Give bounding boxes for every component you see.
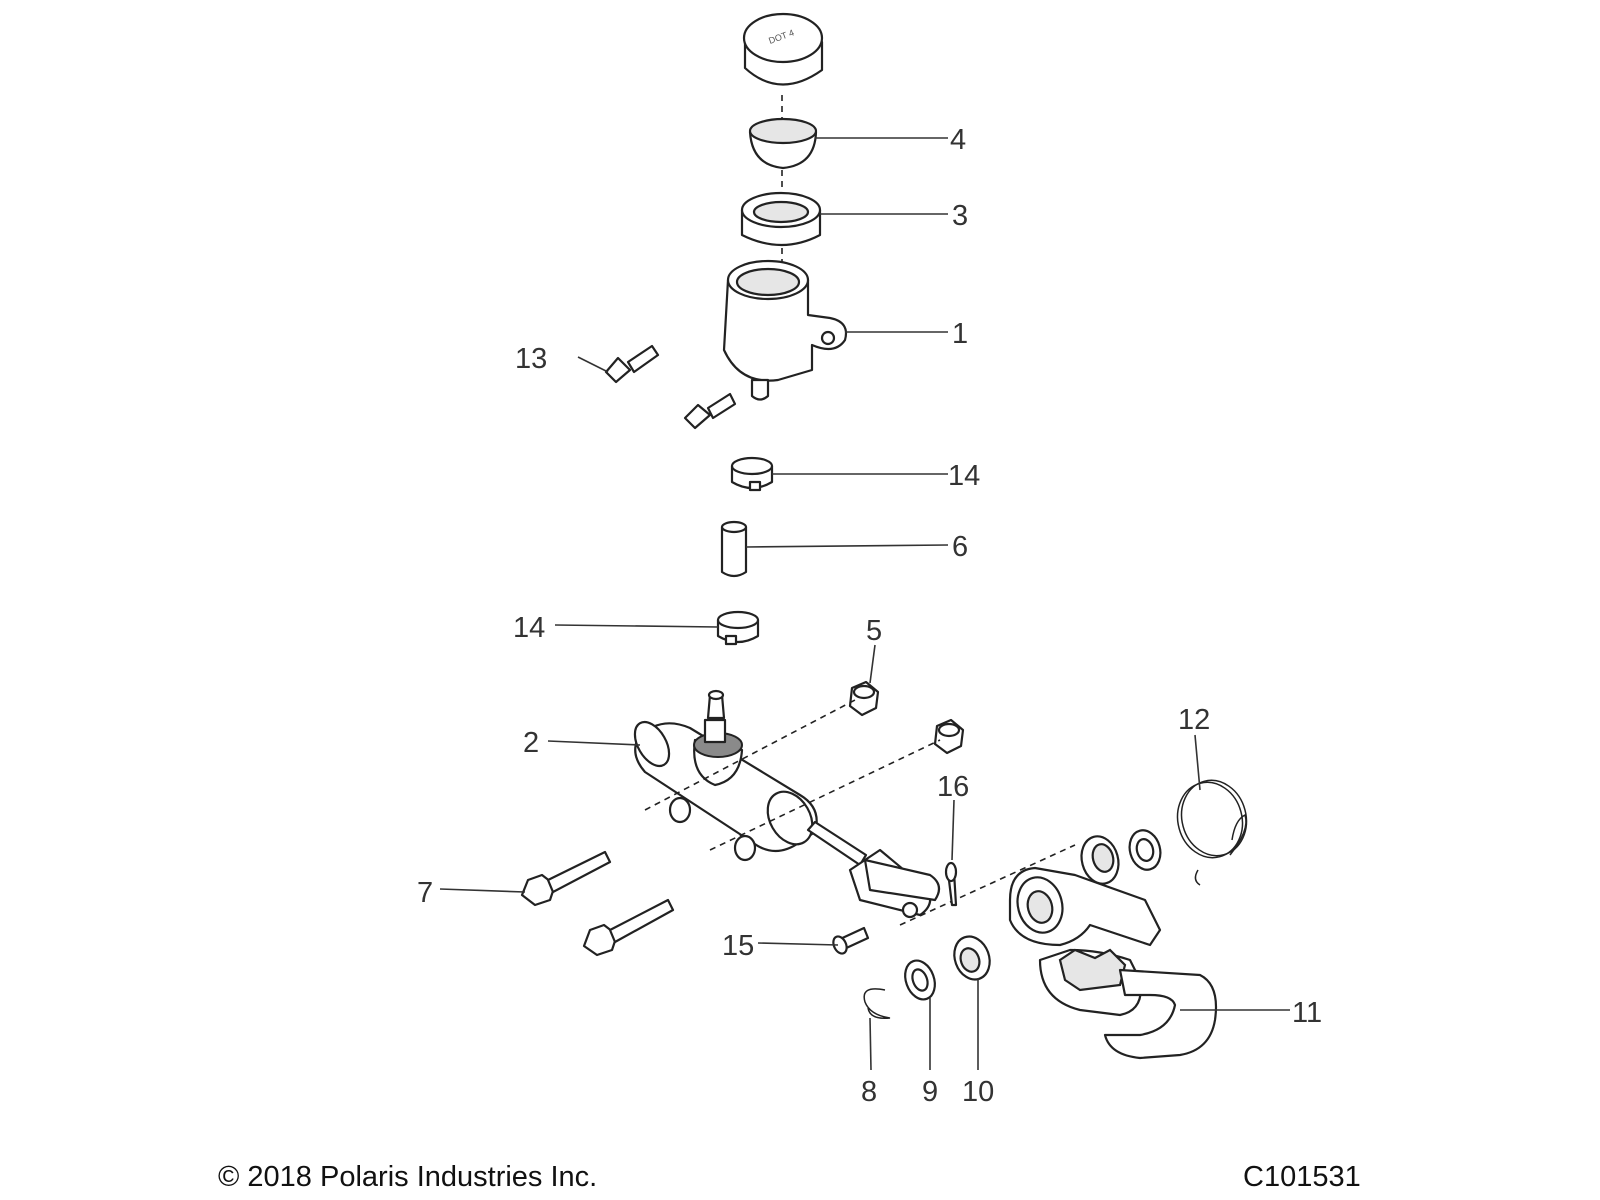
hose-part-6 — [720, 520, 748, 578]
callout-7: 7 — [417, 877, 433, 909]
callout-15: 15 — [722, 930, 754, 962]
reservoir-body-part-1 — [722, 259, 848, 401]
bolt-part-7-lower — [582, 898, 675, 957]
callout-16: 16 — [937, 771, 969, 803]
bolt-part-7-upper — [520, 850, 612, 907]
hose-clamp-part-14-lower — [716, 610, 760, 646]
callout-3: 3 — [952, 200, 968, 232]
clevis — [848, 848, 941, 919]
callout-11: 11 — [1292, 997, 1322, 1029]
callout-14-upper: 14 — [948, 460, 980, 492]
callout-9: 9 — [922, 1076, 938, 1108]
seal-ring-part-3 — [740, 191, 822, 247]
callout-5: 5 — [866, 615, 882, 647]
nut-part-5-upper — [848, 680, 880, 717]
callout-13: 13 — [515, 343, 547, 375]
washer-upper — [1128, 829, 1162, 871]
clip-part-8 — [863, 988, 891, 1020]
callout-10: 10 — [962, 1076, 994, 1108]
bushing-upper — [1080, 835, 1120, 885]
hose-clamp-part-14-upper — [730, 456, 774, 492]
clevis-pin-part-15 — [832, 926, 870, 955]
diaphragm-part-4 — [748, 117, 818, 170]
callout-6: 6 — [952, 531, 968, 563]
bushing-part-10 — [953, 935, 991, 981]
master-cylinder-part-2 — [633, 689, 868, 867]
cotter-pin-part-16 — [944, 861, 958, 907]
washer-part-9 — [904, 959, 936, 1001]
callout-12: 12 — [1178, 704, 1210, 736]
bolt-part-13-upper — [604, 344, 660, 384]
nut-part-5-lower — [933, 718, 965, 755]
copyright-notice: © 2018 Polaris Industries Inc. — [218, 1161, 598, 1193]
reservoir-cap: DOT 4 — [742, 12, 824, 86]
callout-1: 1 — [952, 318, 968, 350]
callout-8: 8 — [861, 1076, 877, 1108]
torsion-spring-part-12 — [1176, 779, 1248, 886]
callout-4: 4 — [950, 124, 966, 156]
callout-2: 2 — [523, 727, 539, 759]
figure-code: C101531 — [1243, 1161, 1361, 1193]
pedal-arm-part-11 — [1008, 866, 1218, 1060]
bolt-part-13-lower — [683, 392, 737, 430]
callout-14-lower: 14 — [513, 612, 545, 644]
